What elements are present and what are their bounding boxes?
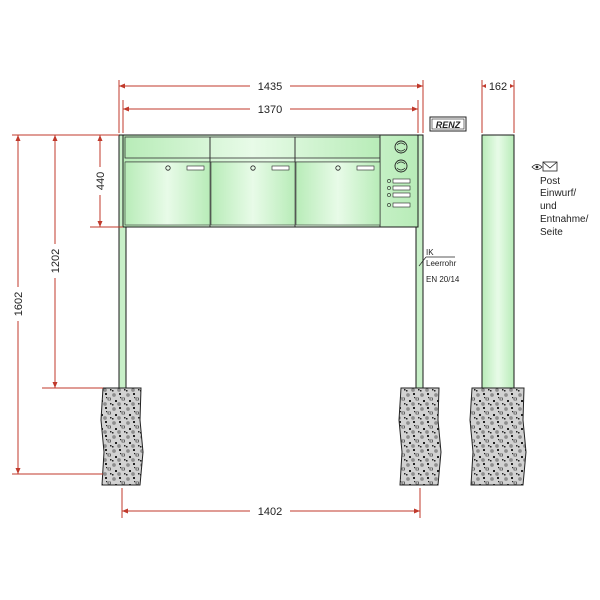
flap-row — [124, 136, 381, 159]
left-foundation — [100, 387, 144, 486]
dim-depth: 162 — [489, 81, 507, 93]
dim-post-spacing: 1402 — [258, 506, 282, 518]
mailbox-door-3 — [295, 161, 381, 226]
svg-text:IK: IK — [426, 248, 434, 257]
eye-icon — [531, 164, 543, 170]
dim-total-height: 1602 — [13, 292, 25, 316]
side-post — [481, 134, 515, 391]
svg-text:Entnahme/: Entnahme/ — [540, 214, 589, 225]
dim-box-width: 1370 — [258, 104, 282, 116]
intercom-panel — [387, 140, 411, 208]
lock-icon — [335, 165, 341, 171]
svg-text:Post: Post — [540, 176, 560, 187]
brand-logo: RENZ — [429, 116, 467, 132]
lock-icon — [250, 165, 256, 171]
svg-text:Einwurf/: Einwurf/ — [540, 188, 576, 199]
svg-text:Leerrohr: Leerrohr — [426, 259, 457, 268]
dim-box-height: 440 — [95, 172, 107, 190]
dim-overall-width: 1435 — [258, 81, 282, 93]
mailbox-door-1 — [124, 161, 211, 226]
mailbox-door-2 — [210, 161, 296, 226]
right-foundation — [398, 387, 442, 486]
conduit-note: IK Leerrohr EN 20/14 — [418, 248, 460, 284]
name-plate — [356, 165, 375, 171]
lock-icon — [165, 165, 171, 171]
name-plate — [186, 165, 205, 171]
svg-text:EN 20/14: EN 20/14 — [426, 275, 460, 284]
dim-post-height: 1202 — [50, 249, 62, 273]
bell-buttons — [387, 178, 411, 208]
envelope-icon — [542, 161, 558, 172]
svg-text:Seite: Seite — [540, 227, 563, 238]
speaker-icon — [394, 140, 408, 154]
side-note: Post Einwurf/ und Entnahme/ Seite — [531, 161, 589, 238]
name-plate — [271, 165, 290, 171]
side-foundation — [469, 387, 527, 486]
svg-text:und: und — [540, 201, 557, 212]
camera-icon — [394, 159, 408, 173]
svg-text:RENZ: RENZ — [436, 120, 461, 130]
